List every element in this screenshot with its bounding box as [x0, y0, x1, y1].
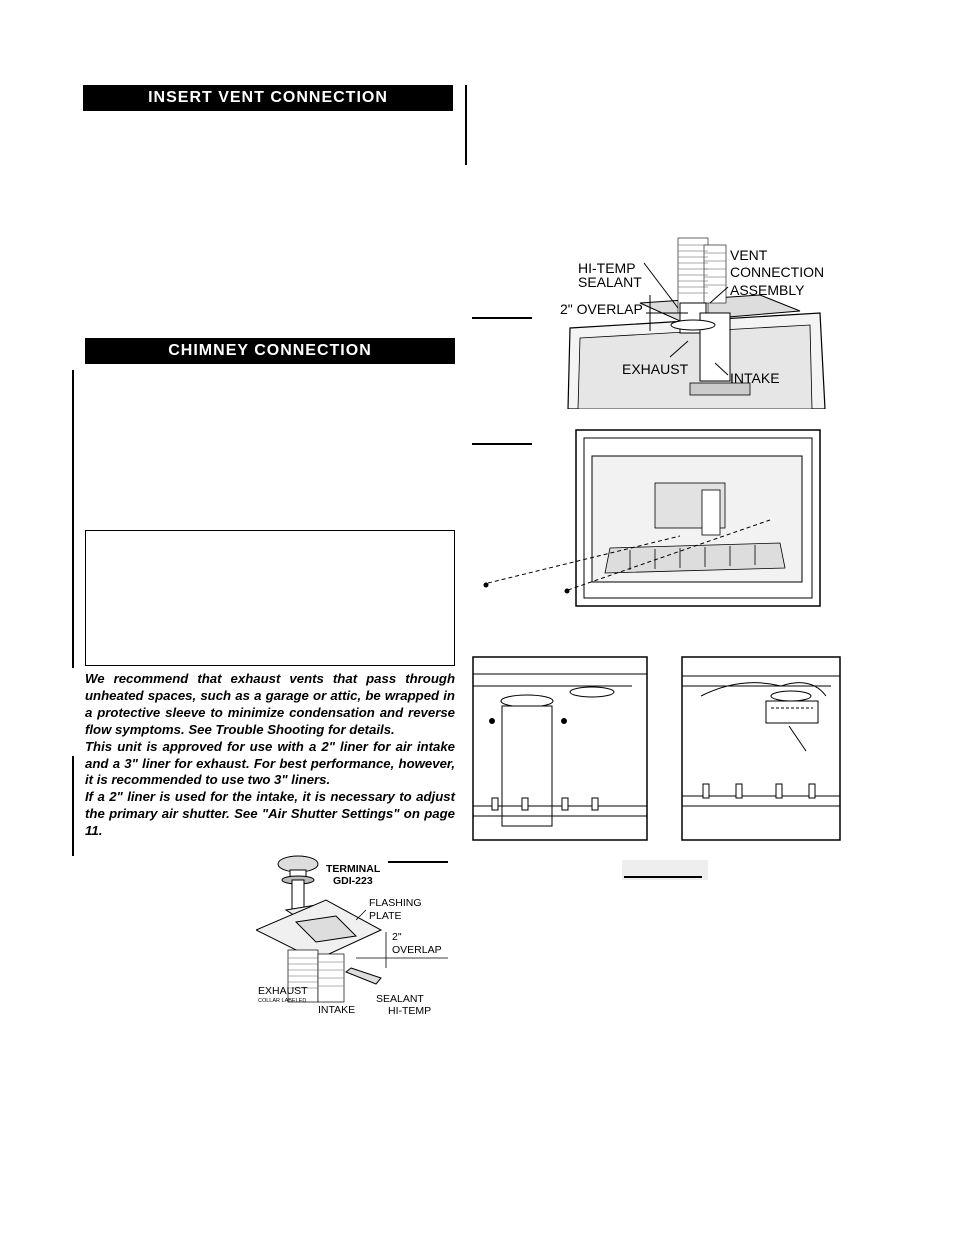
- label-vent: VENT: [730, 247, 768, 263]
- label-intake: INTAKE: [318, 1004, 355, 1016]
- label-assembly: ASSEMBLY: [730, 282, 805, 298]
- label-exhaust: EXHAUST: [258, 985, 308, 997]
- label-intake: INTAKE: [730, 370, 780, 386]
- insert-vent-connection-header: INSERT VENT CONNECTION: [83, 85, 453, 111]
- figure-pointer: [472, 317, 532, 319]
- label-hitemp: HI-TEMP: [578, 260, 636, 276]
- label-sealant: SEALANT: [578, 274, 642, 290]
- label-model: GDI-223: [333, 875, 373, 887]
- detail-left-figure: [472, 656, 648, 841]
- figure-caption-placeholder: [622, 860, 708, 880]
- label-collar: COLLAR LABELED: [258, 998, 306, 1004]
- note-paragraph: If a 2" liner is used for the intake, it…: [85, 789, 455, 839]
- label-sealant: SEALANT: [376, 993, 424, 1005]
- detail-right-figure: [681, 656, 841, 841]
- label-overlap-num: 2": [392, 931, 402, 943]
- label-hitemp: HI-TEMP: [388, 1005, 431, 1016]
- label-overlap: OVERLAP: [392, 944, 442, 956]
- warning-box: [85, 530, 455, 666]
- vent-connection-assembly-figure: HI-TEMP SEALANT VENT CONNECTION ASSEMBLY…: [560, 233, 832, 409]
- firebox-front-figure: [483, 429, 821, 607]
- change-bar: [465, 85, 467, 165]
- label-overlap: 2" OVERLAP: [560, 301, 643, 317]
- note-paragraph: This unit is approved for use with a 2" …: [85, 738, 455, 788]
- figure-pointer: [472, 443, 532, 445]
- label-connection: CONNECTION: [730, 264, 824, 280]
- change-bar: [72, 756, 74, 856]
- change-bar: [72, 370, 74, 668]
- label-terminal: TERMINAL: [326, 863, 381, 875]
- chimney-connection-header: CHIMNEY CONNECTION: [85, 338, 455, 364]
- venting-notes: We recommend that exhaust vents that pas…: [85, 671, 455, 840]
- note-paragraph: We recommend that exhaust vents that pas…: [85, 671, 455, 737]
- label-exhaust: EXHAUST: [622, 361, 689, 377]
- label-flashing: FLASHING: [369, 897, 422, 909]
- terminal-figure: TERMINAL GDI-223 FLASHING PLATE 2" OVERL…: [256, 855, 448, 1016]
- figure-pointer: [388, 861, 448, 863]
- label-plate: PLATE: [369, 910, 401, 922]
